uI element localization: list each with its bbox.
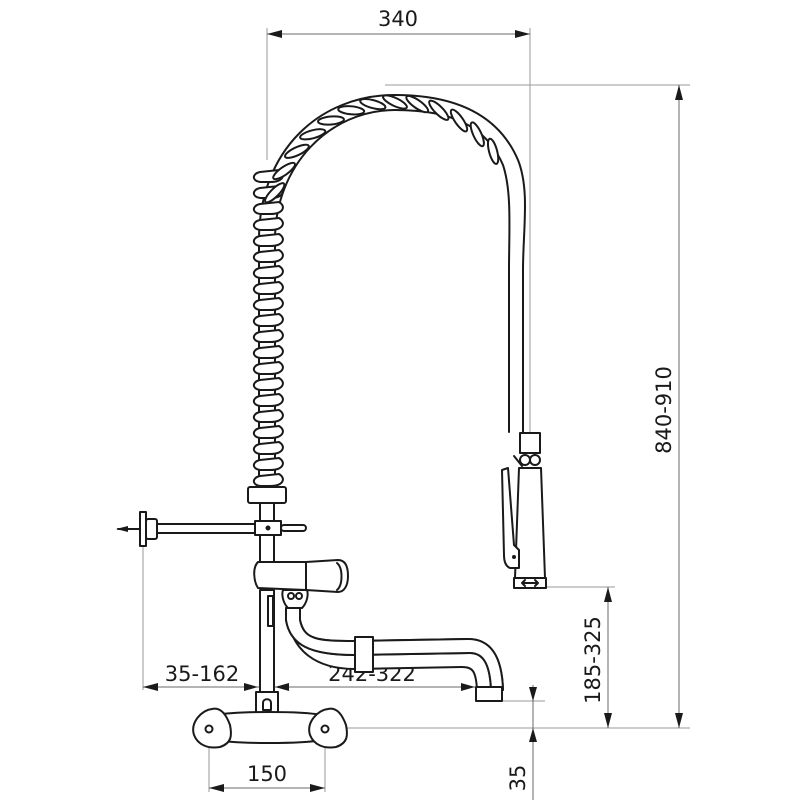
spring-loop [252,456,284,471]
wall-mixer-body [192,691,348,749]
dimension-top-width: 340 [266,7,531,440]
spring-loop [252,360,284,375]
dimension-label-total-height: 840-910 [652,366,676,454]
spring-loop [405,94,430,114]
spring-loop [337,105,366,116]
spring-loop [486,137,500,165]
mixer-valve-body [253,559,349,593]
spring-loop [252,328,284,343]
spring-loop [317,115,345,126]
dimension-label-top-width: 340 [378,7,418,31]
spring-loop [252,344,284,359]
spring-loop [252,200,284,215]
spring-loop [428,99,450,121]
spring-loop [252,264,284,279]
spring-loop [252,280,284,295]
coil-spring [252,94,500,487]
spring-loop [252,248,284,263]
dimension-total-height: 840-910 [330,84,690,729]
spring-loop [252,440,284,455]
dimension-label-inlet-centers: 150 [247,762,287,786]
valve-stem [267,595,274,627]
spring-loop [252,424,284,439]
wall-support-arm [116,511,307,547]
spring-loop [252,296,284,311]
spring-loop [252,376,284,391]
dimension-label-left-reach: 35-162 [165,662,239,686]
spring-loop [382,94,408,110]
spring-loop [449,108,469,133]
dimension-spout-height: 185-325 [540,586,615,728]
spring-loop [252,232,284,247]
dimension-label-spout-height: 185-325 [581,616,605,704]
spring-loop [252,312,284,327]
spray-valve-with-lever [501,432,547,589]
spring-loop [252,216,284,231]
swivel-spout [281,589,504,702]
spring-loop [359,97,387,111]
spring-loop [264,182,286,204]
spring-loop [252,392,284,407]
spring-loop [252,472,284,487]
dimension-label-bottom-offset: 35 [506,765,530,792]
spring-loop [299,128,327,141]
spring-loop [283,143,310,159]
spring-collar [247,486,287,504]
spring-loop [272,161,296,181]
dimension-inlet-centers: 150 [208,735,326,792]
spring-loop [469,121,485,148]
dimension-bottom-offset: 35 [495,685,545,800]
spring-loop [252,408,284,423]
